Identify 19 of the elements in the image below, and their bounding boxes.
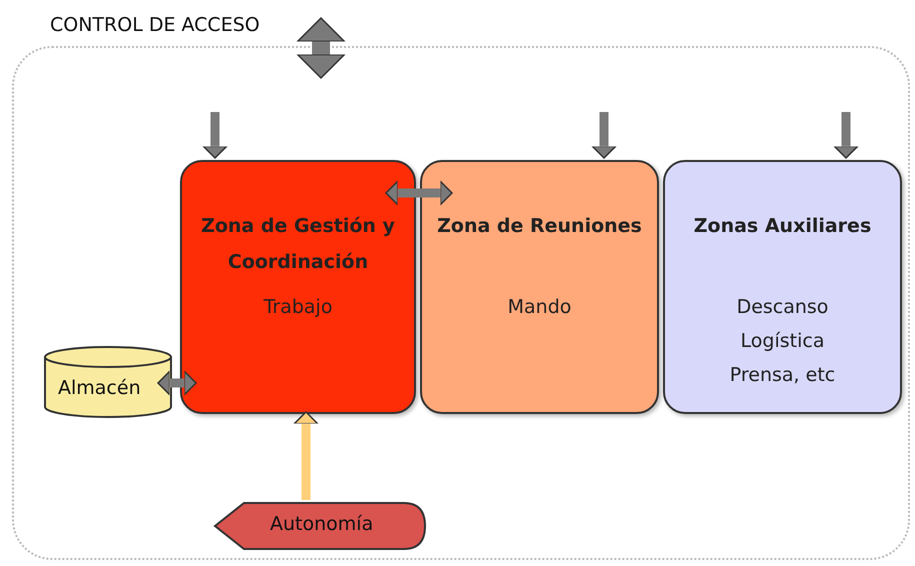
storage-label: Almacén xyxy=(58,377,141,399)
zone-heading: Zona de Reuniones xyxy=(436,214,643,239)
arrow xyxy=(834,112,858,159)
arrow xyxy=(296,17,346,79)
zone-heading: Zonas Auxiliares xyxy=(692,214,872,239)
zone-box xyxy=(663,160,902,414)
zone-box xyxy=(420,160,659,414)
zone-box xyxy=(180,160,416,414)
arrow xyxy=(202,112,228,159)
arrow xyxy=(294,411,318,500)
arrow xyxy=(592,112,616,159)
zone-description: Trabajo xyxy=(262,295,334,320)
tag-label: Autonomía xyxy=(270,513,374,535)
zone-heading: Zona de Gestión y Coordinación xyxy=(200,214,396,275)
arrow xyxy=(157,370,197,396)
zone-description: Mando xyxy=(506,295,572,320)
zone-description: Descanso Logística Prensa, etc xyxy=(728,295,836,388)
arrow xyxy=(385,180,453,206)
area-title: CONTROL DE ACCESO xyxy=(50,14,260,36)
